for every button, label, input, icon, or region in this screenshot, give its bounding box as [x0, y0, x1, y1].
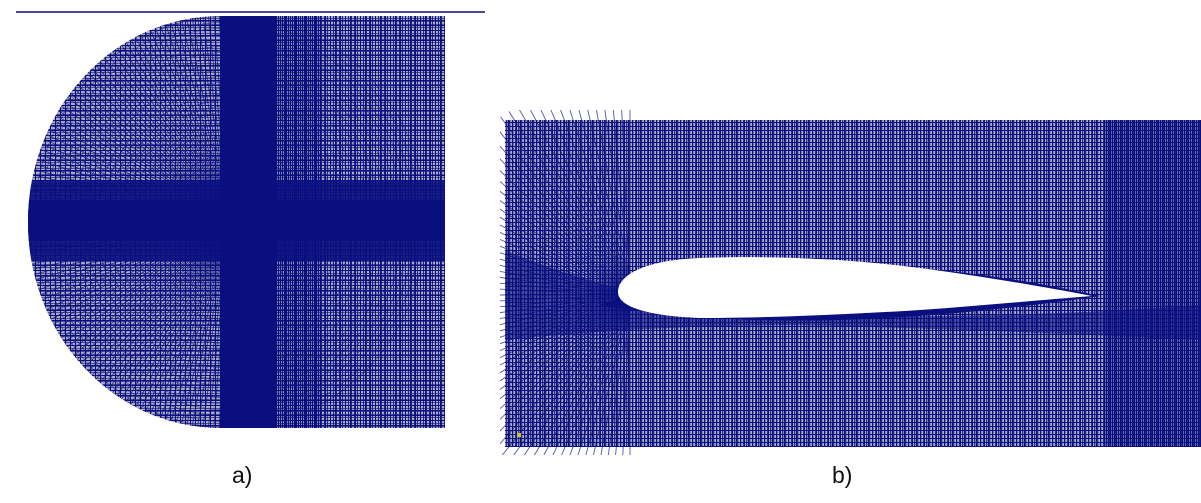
panel-a-mesh — [16, 11, 485, 428]
caption-panel-b: b) — [832, 462, 853, 488]
axis-triad-marker — [517, 433, 521, 437]
caption-panel-a: a) — [232, 462, 253, 488]
airfoil — [618, 257, 1092, 318]
panel-b-mesh — [500, 110, 1201, 455]
